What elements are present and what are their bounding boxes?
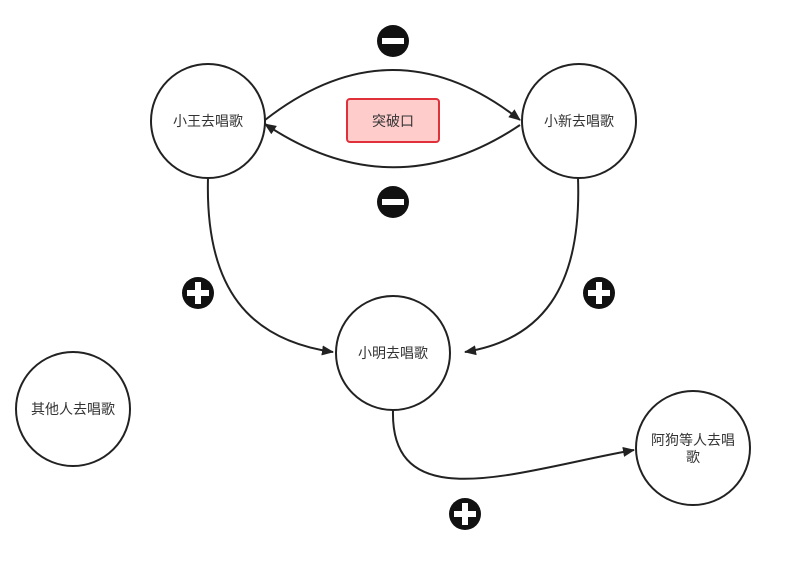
- edge-xiaoming-to-agou: [391, 409, 635, 480]
- breakthrough-box[interactable]: 突破口: [346, 98, 440, 143]
- minus-icon-bottom: [377, 186, 409, 218]
- node-xiaoxin-label: 小新去唱歌: [544, 114, 614, 130]
- breakthrough-label: 突破口: [372, 114, 414, 130]
- edge-xiaoxin-to-xiaowang: [264, 123, 521, 169]
- node-xiaoxin[interactable]: 小新去唱歌: [521, 63, 637, 179]
- node-xiaoming[interactable]: 小明去唱歌: [335, 295, 451, 411]
- node-xiaowang-label: 小王去唱歌: [173, 114, 243, 130]
- plus-icon-left: [182, 277, 214, 309]
- node-xiaowang[interactable]: 小王去唱歌: [150, 63, 266, 179]
- node-others-label: 其他人去唱歌: [31, 402, 115, 418]
- plus-icon-lower: [449, 498, 481, 530]
- node-agou[interactable]: 阿狗等人去唱 歌: [635, 390, 751, 506]
- edge-xiaowang-to-xiaoming: [206, 177, 334, 356]
- plus-icon-right: [583, 277, 615, 309]
- node-agou-label-line1: 阿狗等人去唱: [651, 432, 735, 449]
- breakthrough-rect: [346, 98, 440, 143]
- edge-xiaowang-to-xiaoxin: [264, 69, 521, 121]
- node-agou-label-line2: 歌: [686, 450, 700, 466]
- node-others[interactable]: 其他人去唱歌: [15, 351, 131, 467]
- edge-xiaoxin-to-xiaoming: [464, 177, 580, 356]
- node-xiaoming-label: 小明去唱歌: [358, 346, 428, 362]
- minus-icon-top: [377, 25, 409, 57]
- edges: [206, 69, 635, 480]
